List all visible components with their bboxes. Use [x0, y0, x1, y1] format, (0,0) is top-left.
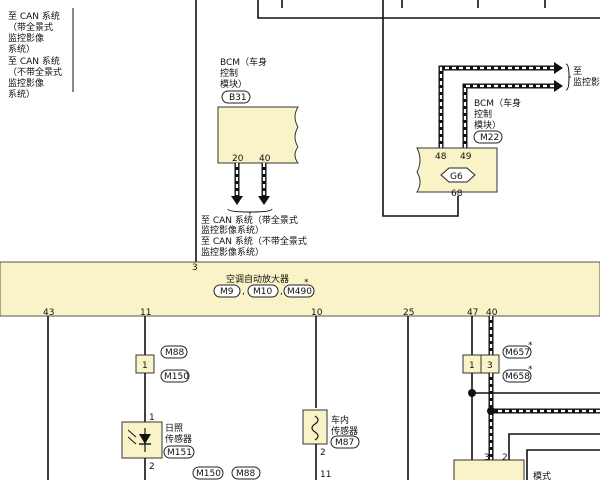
photodiode-icon	[127, 428, 151, 452]
bcm-left-connector-oval	[221, 90, 251, 104]
svg-text:BCM（车身: BCM（车身	[220, 56, 267, 68]
svg-text:至 CAN 系统: 至 CAN 系统	[8, 10, 60, 22]
amp-pin-25: 25	[403, 308, 414, 318]
arrow-right-icon	[554, 62, 563, 74]
svg-text:1: 1	[142, 361, 148, 371]
connector-m658: M658	[505, 372, 530, 382]
amp-star: *	[304, 278, 309, 288]
can-note-under-bcm-2: 至 CAN 系统（不带全景式	[201, 235, 307, 247]
bottom-connector-m150: M150	[196, 469, 221, 479]
cabin-sensor-pin-2: 2	[320, 448, 326, 458]
amp-connector-m9: M9	[220, 287, 234, 297]
svg-text:监控影像: 监控影像	[8, 77, 44, 89]
svg-text:3: 3	[487, 361, 493, 371]
svg-text:控制: 控制	[220, 67, 238, 79]
brace-icon	[227, 208, 273, 215]
cabin-sensor-title: 车内	[331, 414, 349, 426]
amp-pin-47: 47	[467, 308, 478, 318]
svg-text:（不带全景式: （不带全景式	[8, 66, 62, 78]
mode-actuator-box	[453, 459, 525, 480]
cabin-bottom-pin-11: 11	[320, 470, 331, 480]
mode-label: 模式	[533, 470, 551, 480]
sun-connector-m88: M88	[165, 348, 184, 358]
svg-text:控制: 控制	[474, 108, 492, 120]
svg-text:系统）: 系统）	[8, 43, 35, 55]
bcm-left-pin-20: 20	[232, 154, 244, 164]
ground-connector-g6: G6	[450, 172, 463, 182]
wire-top-1	[257, 0, 600, 19]
bcm-right-pin-68: 68	[451, 189, 463, 199]
thermistor-icon	[311, 415, 319, 441]
bcm-right-pin-49: 49	[460, 152, 472, 162]
can-note-top-right: 至	[573, 66, 582, 77]
arrow-down-icon	[258, 196, 270, 205]
connector-m657: M657	[505, 348, 530, 358]
can-note-under-bcm-1: 至 CAN 系统（带全景式	[201, 214, 298, 226]
amp-pin-43: 43	[43, 308, 54, 318]
can-note-top-left: 至 CAN 系统 （带全景式 监控影像 系统） 至 CAN 系统 （不带全景式 …	[8, 10, 62, 100]
can-wire-m22-49	[463, 84, 555, 148]
svg-text:模块）: 模块）	[220, 78, 247, 90]
sun-sensor-connector-m151: M151	[167, 448, 192, 458]
bottom-connector-m88: M88	[236, 469, 255, 479]
arrow-down-icon	[231, 196, 243, 205]
cabin-sensor-connector-m87: M87	[335, 438, 354, 448]
sun-sensor-pin-1: 1	[149, 413, 155, 423]
svg-text:2: 2	[502, 453, 508, 463]
amp-pin-40: 40	[486, 308, 498, 318]
svg-text:模块）: 模块）	[474, 119, 501, 131]
svg-text:监控影像系统）: 监控影像系统）	[201, 224, 264, 236]
svg-text:*: *	[528, 341, 533, 351]
sun-sensor-box	[121, 421, 163, 459]
bcm-right-connector-oval	[473, 130, 503, 144]
bcm-left-label: BCM（车身 控制 模块）	[220, 56, 267, 90]
sun-connector-m150: M150	[164, 372, 189, 382]
arrow-right-icon	[554, 80, 563, 92]
ground-connector-shape	[440, 167, 476, 183]
junction-dot	[487, 407, 495, 415]
amp-connector-m490: M490	[287, 287, 312, 297]
can-wire-m22-48	[439, 66, 555, 148]
svg-text:监控影像: 监控影像	[573, 76, 600, 88]
cabin-sensor-box	[302, 409, 328, 445]
svg-text:,: ,	[280, 287, 283, 297]
wire-mode-2	[508, 433, 600, 460]
amp-pin-10: 10	[311, 308, 323, 318]
svg-text:监控影像系统）: 监控影像系统）	[201, 246, 264, 258]
bcm-left-box	[217, 106, 299, 164]
amp-pin-11: 11	[140, 308, 151, 318]
svg-text:监控影像: 监控影像	[8, 32, 44, 44]
bcm-right-connector: M22	[480, 133, 499, 143]
bcm-left-connector: B31	[229, 93, 247, 103]
svg-text:BCM（车身: BCM（车身	[474, 97, 521, 109]
wire-mode-3	[526, 449, 600, 480]
amp-connector-m10: M10	[253, 287, 272, 297]
bcm-right-label: BCM（车身 控制 模块）	[474, 97, 521, 131]
sun-sensor-title: 日照	[165, 423, 183, 434]
svg-text:3: 3	[484, 453, 490, 463]
amp-pin-3: 3	[192, 263, 198, 273]
bcm-left-pin-40: 40	[259, 154, 271, 164]
brace-icon	[565, 63, 571, 91]
svg-text:（带全景式: （带全景式	[8, 21, 53, 33]
bcm-right-pin-48: 48	[435, 152, 447, 162]
sun-sensor-pin-2: 2	[149, 462, 155, 472]
svg-text:传感器: 传感器	[165, 433, 192, 445]
svg-text:1: 1	[469, 361, 475, 371]
amp-title: 空调自动放大器	[226, 273, 289, 285]
svg-text:*: *	[528, 365, 533, 375]
svg-text:至 CAN 系统: 至 CAN 系统	[8, 55, 60, 67]
wire-bcm-ground	[382, 0, 459, 217]
svg-text:系统）: 系统）	[8, 88, 35, 100]
svg-text:,: ,	[242, 287, 245, 297]
junction-dot	[468, 389, 476, 397]
svg-text:传感器: 传感器	[331, 425, 358, 437]
